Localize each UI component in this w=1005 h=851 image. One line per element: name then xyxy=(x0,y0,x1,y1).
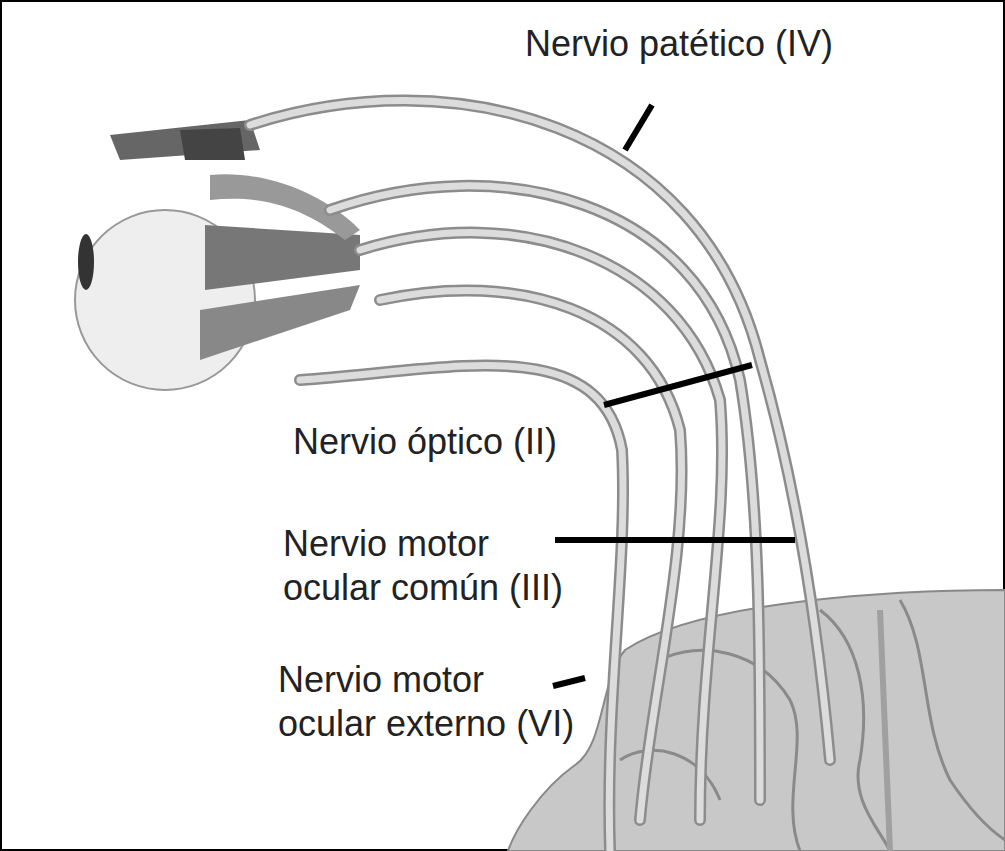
eye-muscles xyxy=(110,120,360,360)
nerve-label: Nervio motor ocular externo (VI) xyxy=(278,658,583,746)
nerves xyxy=(250,101,830,850)
cornea xyxy=(78,234,94,290)
nerve-label: Nervio motor ocular común (III) xyxy=(283,522,588,610)
nerve-label: Nervio óptico (II) xyxy=(293,420,557,464)
nerve-label: Nervio patético (IV) xyxy=(525,22,833,66)
leader-lines xyxy=(553,105,795,686)
